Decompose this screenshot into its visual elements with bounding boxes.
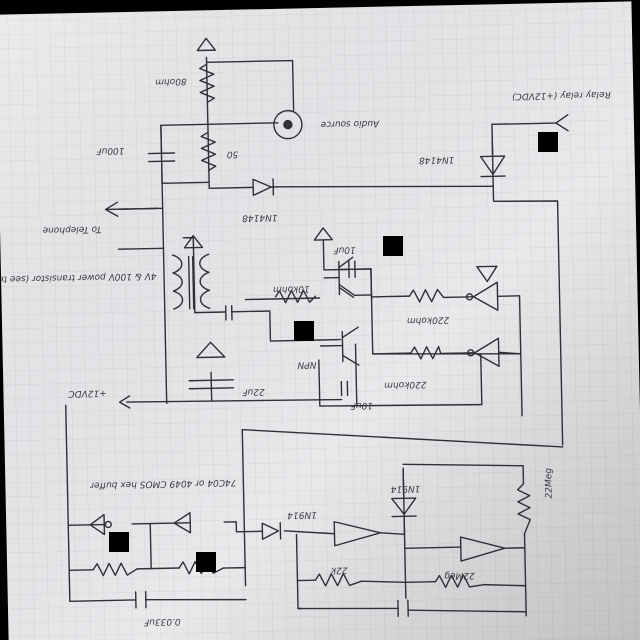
transistor-top [323,256,355,298]
label-10uF-bottom: 10uF [350,400,373,410]
label-audio-source: Audio source [320,118,380,129]
redaction-box [294,321,314,341]
redaction-box [109,532,129,552]
buffer-right-lower [459,536,506,562]
diodes [252,135,506,540]
label-10uF-top: 10uF [332,244,355,254]
capacitor-0033uF [134,591,147,609]
label-1N4148-top: 1N4148 [242,212,278,223]
transformer [171,253,211,310]
redaction-box [538,132,558,152]
resistor-50 [200,131,217,171]
buffers [89,265,522,562]
resistor-80ohm [199,63,216,104]
resistor-10kohm [274,289,317,304]
resistor-22meg [434,574,485,589]
resistor-lower-left [92,562,138,577]
label-50: 50 [226,149,238,159]
audio-source-jack [273,109,303,140]
redaction-box [383,236,403,256]
label-relay: Relay relay (+12VDC) [512,89,611,101]
buffer-right-upper [333,521,382,547]
label-22meg: 22Meg [444,570,475,581]
resistor-220kohm-top [408,288,445,303]
v12-arrow [118,395,131,409]
buffer-mid-bubble [467,349,475,357]
ground-symbol-mid [183,234,204,249]
label-22k: 22k [330,564,348,574]
diode-1N914 [261,522,282,540]
external-arrows [104,114,569,409]
label-1N914: 1N914 [287,509,317,520]
buffer-lower-left [89,513,106,536]
capacitor-transformer-out [224,305,233,321]
label-22meg-right: 22Meg [544,468,555,499]
ground-symbol-transistor [313,227,334,241]
resistor-22k [314,572,363,587]
buffer-top-right [476,265,498,283]
label-transformer: 4V & 100V power transistor (see text) [0,270,157,284]
labels: 80ohm Audio source 100uF 50 1N4148 Relay… [0,76,611,627]
label-1N914-b: 1N914 [390,483,420,494]
label-cmos: 74C04 or 4049 CMOS hex buffer [89,477,237,490]
relay-arrow [555,114,569,132]
capacitor-22uF [188,379,235,390]
label-telephone: To Telephone [42,224,102,235]
capacitor-10uF-bottom [340,380,349,397]
capacitor-lower-right [397,599,409,618]
label-1N4148-right: 1N4148 [419,154,455,165]
resistor-220kohm-bottom [410,345,442,360]
label-100uF: 100uF [95,145,124,156]
ground-symbol-large [196,341,226,359]
buffer-top-bubble [465,293,474,301]
redaction-box [196,552,216,572]
label-220kohm-a: 220kohm [407,314,450,325]
transistors [319,256,360,366]
label-npn: NPN [297,359,316,369]
buffer-lower-mid [173,512,192,534]
transistor-npn [319,326,360,366]
label-0033uF: 0.033uF [143,616,181,627]
label-12v: +12VDC [67,387,106,398]
capacitors [134,124,409,618]
label-22uF: 22uF [241,386,264,396]
telephone-arrow [104,201,159,217]
label-10kohm: 10kohm [273,283,310,294]
resistor-22meg-right [516,483,531,535]
redaction-boxes [109,132,558,572]
label-220kohm-b: 220kohm [384,379,427,390]
label-80ohm: 80ohm [155,76,187,87]
ground-symbol-top [196,37,217,52]
ground-symbols [183,37,334,359]
